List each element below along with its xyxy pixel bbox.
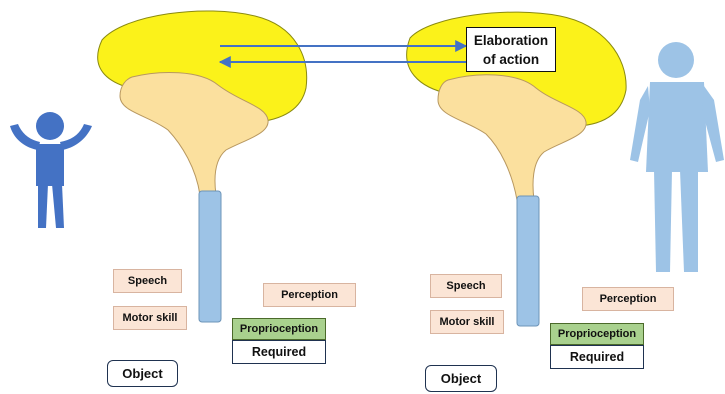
child-figure-icon (10, 112, 92, 228)
left-spinal-cord (198, 190, 222, 323)
right-proprioception-label: Proprioception (550, 323, 644, 345)
right-speech-label: Speech (430, 274, 502, 298)
right-perception-label: Perception (582, 287, 674, 311)
left-inner-brain (119, 71, 269, 196)
left-brain (97, 10, 308, 323)
right-required-label: Required (550, 345, 644, 369)
right-object-label: Object (425, 365, 497, 392)
right-inner-brain (437, 74, 587, 201)
adult-figure-icon (630, 42, 724, 272)
elaboration-line-2: of action (482, 51, 540, 67)
elaboration-of-action-box: Elaboration of action (466, 27, 556, 72)
left-object-label: Object (107, 360, 178, 387)
left-speech-label: Speech (113, 269, 182, 293)
left-required-label: Required (232, 340, 326, 364)
bidirectional-arrow-icon (218, 40, 468, 68)
right-motor-skill-label: Motor skill (430, 310, 504, 334)
right-spinal-cord (516, 195, 540, 327)
left-proprioception-label: Proprioception (232, 318, 326, 340)
left-perception-label: Perception (263, 283, 356, 307)
left-motor-skill-label: Motor skill (113, 306, 187, 330)
elaboration-line-1: Elaboration (473, 32, 549, 48)
